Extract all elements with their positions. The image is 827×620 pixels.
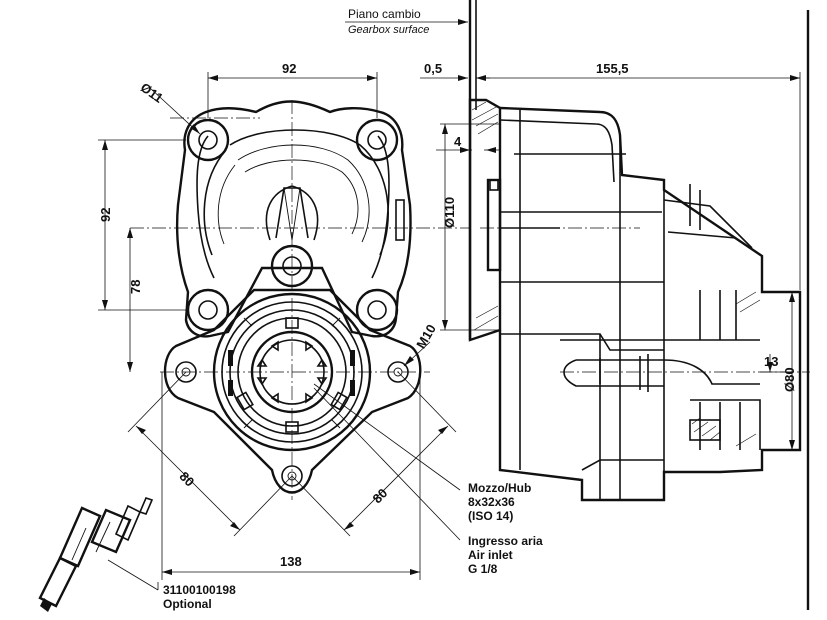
dim-flange: 4: [454, 134, 462, 149]
dim-height-92: 92: [98, 208, 113, 222]
dim-top-width: 92: [282, 61, 296, 76]
dim-pcd-left: 80: [177, 469, 198, 490]
side-dimensions: 0,5 155,5 4 Ø110 13 Ø80: [420, 61, 801, 451]
air-label-2: Air inlet: [468, 548, 513, 562]
front-view: [130, 100, 470, 500]
dim-side-length: 155,5: [596, 61, 629, 76]
optional-valve: [38, 497, 159, 612]
dim-hole-diameter: Ø11: [138, 80, 166, 106]
part-option: Optional: [163, 597, 212, 611]
plane-label: Piano cambio: [348, 7, 421, 21]
side-view: [345, 0, 810, 610]
plane-label-en: Gearbox surface: [348, 24, 429, 36]
hub-label-2: 8x32x36: [468, 495, 515, 509]
dim-height-78: 78: [128, 280, 143, 294]
dim-gap: 0,5: [424, 61, 442, 76]
air-label-1: Ingresso aria: [468, 534, 543, 548]
dim-right-13: 13: [764, 354, 778, 369]
dim-thread: M10: [413, 322, 439, 351]
dim-pcd-right: 80: [370, 485, 391, 506]
front-dimensions: 92 Ø11 92 78 M10 80 80: [98, 61, 461, 580]
dim-diameter-110: Ø110: [442, 197, 457, 228]
hub-label-1: Mozzo/Hub: [468, 481, 531, 495]
dim-bottom-width: 138: [280, 554, 302, 569]
air-label-3: G 1/8: [468, 562, 498, 576]
hub-label-3: (ISO 14): [468, 509, 513, 523]
dim-diameter-80: Ø80: [782, 367, 797, 392]
labels: Piano cambio Gearbox surface Mozzo/Hub 8…: [157, 7, 543, 611]
part-number: 31100100198: [163, 583, 236, 597]
